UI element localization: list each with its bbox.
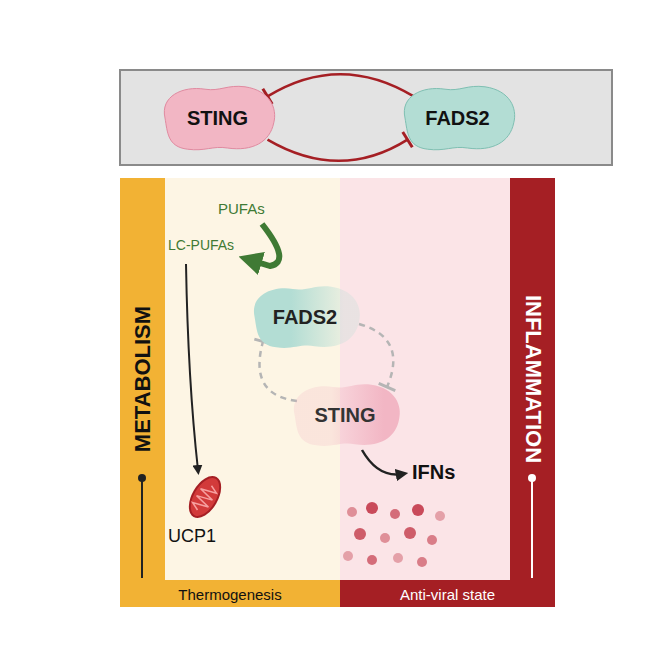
protein-label: UCP1 [168,526,216,547]
inhibition-connector [254,339,297,401]
molecule-label: LC-PUFAs [168,237,234,253]
antiviral-band: Anti-viral state [340,580,555,607]
sting-protein: STING [285,380,405,450]
node-text: STING [187,107,248,130]
sting-protein: STING [155,82,280,154]
node-text: INFLAMMATION [520,295,546,463]
node-text: STING [314,404,375,427]
black-arrow [362,450,402,475]
thermogenesis-band: Thermogenesis [120,580,340,607]
band-dot [528,474,536,482]
molecule-label: PUFAs [218,200,265,217]
green-pathway-arrow [250,224,279,266]
metabolism-region [165,178,340,580]
band-dot [138,474,146,482]
band-line [141,478,143,578]
node-text: Anti-viral state [400,585,495,602]
interferon-dots [343,502,445,567]
node-text: FADS2 [273,306,337,329]
inhibition-connector [263,74,414,104]
cytokine-label: IFNs [412,461,455,484]
mitochondrion [184,472,227,522]
inflammation-band: INFLAMMATION [510,178,555,580]
band-line [531,478,533,578]
metabolism-band: METABOLISM [120,178,165,580]
node-text: METABOLISM [130,306,156,452]
inhibition-connector [268,132,413,161]
black-arrow [186,264,198,470]
top-panel [120,70,612,165]
fads2-protein: FADS2 [245,282,365,352]
inhibition-connector [359,324,395,391]
inflammation-region [340,178,510,580]
node-text: Thermogenesis [178,585,281,602]
fads2-protein: FADS2 [395,82,520,154]
node-text: FADS2 [425,107,489,130]
